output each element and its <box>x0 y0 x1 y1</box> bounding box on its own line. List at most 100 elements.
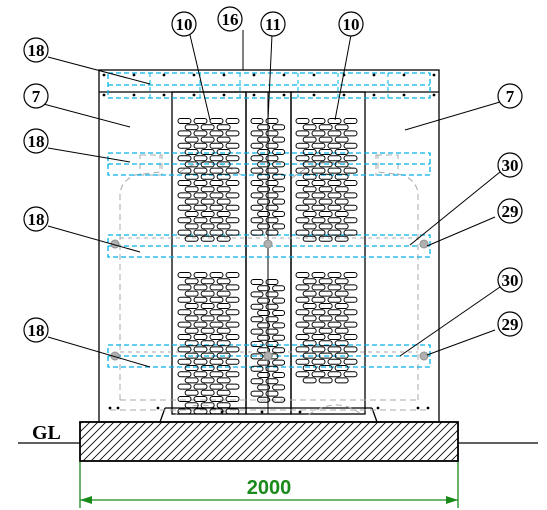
louver-slot <box>193 229 208 236</box>
louver-slot <box>200 389 215 396</box>
callout-18-b: 18 <box>23 128 49 154</box>
louver-slot <box>295 284 310 291</box>
louver-slot <box>327 118 342 124</box>
louver-slot <box>334 211 349 217</box>
louver-slot <box>209 217 224 224</box>
louver-slot <box>200 377 215 384</box>
louver-slot <box>193 204 208 211</box>
fixing-dot <box>222 73 226 77</box>
louver-slot <box>177 229 192 236</box>
louver-slot <box>343 334 358 340</box>
louver-slot <box>272 149 286 155</box>
louver-slot <box>272 136 286 143</box>
louver-slot <box>311 204 326 211</box>
louver-slot <box>257 310 271 316</box>
louver-slot <box>177 130 192 137</box>
louver-slot <box>295 309 310 316</box>
louver-slot <box>184 290 199 297</box>
louver-slot <box>334 136 349 143</box>
louver-slot <box>295 192 310 199</box>
louver-slot <box>318 173 333 180</box>
louver-slot <box>200 149 215 155</box>
louver-slot <box>343 192 358 199</box>
louver-slot <box>295 167 310 174</box>
louver-slot <box>343 142 358 149</box>
louver-slot <box>318 198 333 205</box>
louver-slot <box>257 384 271 391</box>
louver-slot <box>177 371 192 378</box>
louver-slot <box>334 290 349 297</box>
callout-29-b: 29 <box>497 311 523 337</box>
louver-slot <box>265 192 279 199</box>
louver-slot <box>225 229 240 236</box>
louver-slot <box>265 229 279 236</box>
louver-slot <box>311 284 326 291</box>
louver-slot <box>311 180 326 186</box>
louver-slot <box>225 296 240 303</box>
louver-slot <box>216 161 231 168</box>
svg-text:18: 18 <box>28 132 45 151</box>
louver-slot <box>327 371 342 378</box>
louver-slot <box>250 303 264 310</box>
callout-11: 11 <box>260 11 286 37</box>
dimension-line <box>79 462 459 508</box>
louver-slot <box>257 359 271 366</box>
louver-slot <box>318 365 333 371</box>
louver-slot <box>250 130 264 137</box>
louver-slot <box>257 372 271 378</box>
louver-slot <box>327 155 342 162</box>
louver-slot <box>216 186 231 193</box>
louver-slot <box>209 192 224 199</box>
louver-slot <box>272 334 286 341</box>
louver-slot <box>216 340 231 347</box>
louver-slot <box>343 118 358 124</box>
louver-slot <box>184 315 199 322</box>
louver-slot <box>250 229 264 236</box>
louver-slot <box>225 130 240 137</box>
louver-slot <box>343 204 358 211</box>
louver-slot <box>209 229 224 236</box>
fixing-dot <box>108 406 112 410</box>
louver-slot <box>193 321 208 328</box>
louver-slot <box>257 161 271 168</box>
louver-slot <box>343 229 358 236</box>
callout-10-right: 10 <box>338 11 364 37</box>
louver-slot <box>216 278 231 285</box>
louver-slot <box>295 272 310 278</box>
fixing-dot <box>372 93 376 97</box>
louver-slot <box>177 296 192 303</box>
fixing-dot <box>426 406 430 410</box>
louver-slot <box>311 130 326 137</box>
svg-text:7: 7 <box>32 87 41 106</box>
louver-slot <box>318 303 333 309</box>
callout-7-right: 7 <box>497 83 523 109</box>
louver-slot <box>302 377 317 384</box>
fixing-dot <box>222 93 226 97</box>
louver-slot <box>177 321 192 328</box>
louver-slot <box>311 192 326 199</box>
louver-slot <box>302 315 317 322</box>
louver-slot <box>334 124 349 131</box>
louver-slot <box>200 315 215 322</box>
louver-slot <box>184 136 199 143</box>
louver-slot <box>250 316 264 323</box>
fixing-dot <box>402 73 406 77</box>
louver-slot <box>193 167 208 174</box>
louver-slot <box>265 118 279 124</box>
louver-slots <box>177 118 358 415</box>
louver-slot <box>327 346 342 353</box>
louver-slot <box>302 161 317 168</box>
fixing-dot <box>432 73 436 77</box>
louver-slot <box>250 204 264 211</box>
louver-slot <box>209 296 224 303</box>
louver-slot <box>318 352 333 359</box>
louver-slot <box>216 211 231 217</box>
louver-slot <box>184 124 199 131</box>
louver-slot <box>343 296 358 303</box>
svg-text:18: 18 <box>28 321 45 340</box>
louver-slot <box>177 155 192 162</box>
louver-slot <box>250 180 264 186</box>
louver-slot <box>225 204 240 211</box>
louver-slot <box>311 346 326 353</box>
fixing-dot <box>102 73 106 77</box>
